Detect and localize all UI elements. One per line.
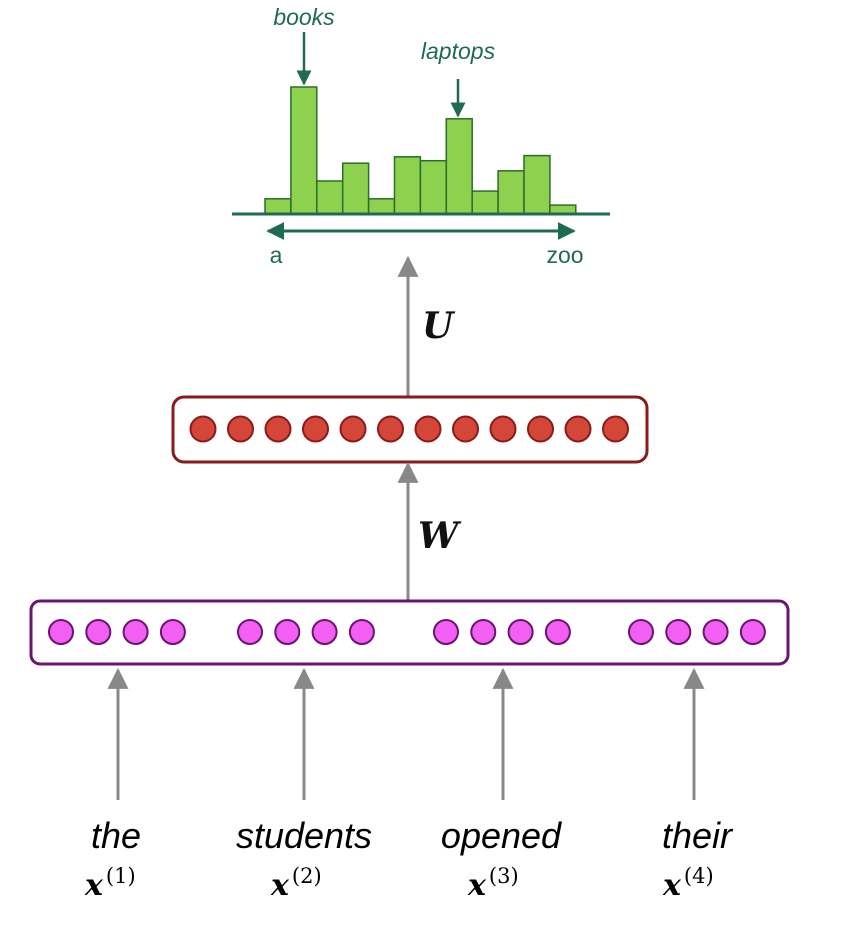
- hidden-neuron: [264, 415, 292, 443]
- histogram-bar: [523, 154, 551, 215]
- input-vector-label: x(3): [467, 864, 519, 903]
- histogram-bar: [471, 190, 499, 215]
- histogram-bar: [264, 198, 292, 215]
- histogram-bar: [367, 198, 396, 215]
- hidden-neuron: [489, 415, 517, 443]
- input-neuron: [311, 619, 338, 645]
- input-word-2: students x(2): [236, 815, 372, 903]
- input-word-3: opened x(3): [441, 815, 562, 903]
- histogram-bar: [316, 180, 344, 215]
- input-neuron: [702, 619, 729, 645]
- histogram-bar: [445, 118, 473, 215]
- vocab-end-label: zoo: [546, 242, 583, 268]
- input-neuron: [348, 619, 375, 645]
- output-distribution-histogram: a zoo books laptops: [232, 4, 610, 268]
- input-layer-box: [29, 599, 790, 666]
- input-neuron: [433, 619, 459, 645]
- hidden-neuron: [414, 415, 442, 443]
- laptops-label: laptops: [421, 38, 496, 64]
- histogram-bars: [264, 86, 577, 215]
- hidden-neuron: [564, 415, 592, 443]
- weight-w-label: W: [418, 515, 462, 557]
- hidden-neuron: [452, 415, 479, 443]
- input-neuron: [470, 619, 497, 645]
- input-neuron: [739, 619, 766, 645]
- input-vector-label: x(4): [662, 864, 714, 903]
- input-neuron: [507, 619, 534, 645]
- input-neuron: [628, 619, 654, 645]
- hidden-neuron: [189, 415, 217, 443]
- input-word-text: the: [91, 815, 141, 856]
- histogram-bar: [497, 170, 525, 215]
- hidden-neurons: [189, 415, 629, 443]
- input-word-text: students: [236, 815, 372, 856]
- vocab-start-label: a: [270, 242, 283, 268]
- hidden-neuron: [527, 415, 554, 443]
- input-neuron: [665, 619, 692, 645]
- input-neuron: [274, 619, 301, 645]
- input-neuron: [85, 619, 112, 645]
- histogram-bar: [393, 156, 422, 215]
- hidden-neuron: [339, 415, 367, 443]
- hidden-neuron: [602, 415, 629, 443]
- input-neuron: [48, 619, 74, 645]
- hidden-neuron: [302, 415, 329, 443]
- hidden-neuron: [377, 415, 404, 443]
- hidden-neuron: [227, 415, 254, 443]
- input-neuron: [159, 619, 186, 645]
- input-word-text: opened: [441, 815, 562, 856]
- books-label: books: [273, 4, 335, 30]
- weight-u-label: U: [422, 305, 456, 347]
- input-neuron: [544, 619, 571, 645]
- input-layer: [29, 599, 790, 666]
- input-neuron: [122, 619, 149, 645]
- histogram-bar: [341, 162, 370, 215]
- input-neurons: [48, 619, 766, 645]
- input-vector-label: x(1): [84, 864, 136, 903]
- histogram-bar: [290, 86, 318, 215]
- hidden-layer: [171, 395, 649, 464]
- input-vector-label: x(2): [270, 864, 322, 903]
- input-word-4: their x(4): [662, 815, 734, 903]
- input-word-1: the x(1): [84, 815, 141, 903]
- input-neuron: [237, 619, 263, 645]
- histogram-bar: [419, 159, 448, 215]
- input-word-text: their: [662, 815, 734, 856]
